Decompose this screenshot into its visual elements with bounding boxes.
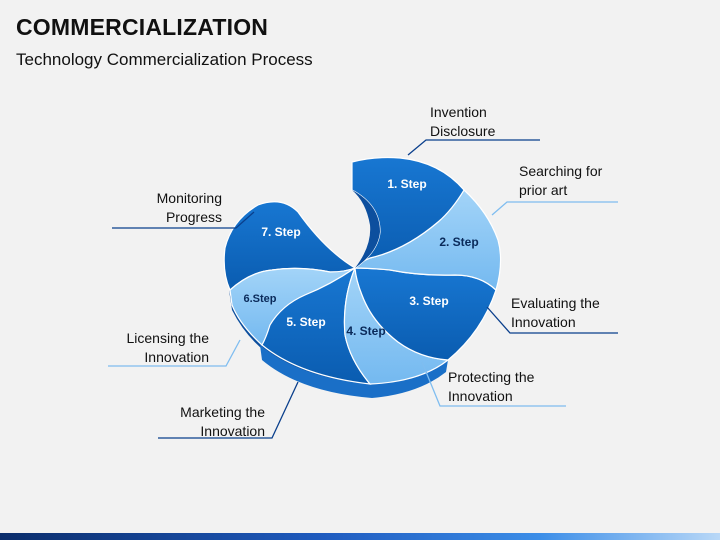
callout-line-step-4 [421, 361, 566, 407]
callout-step-6: Licensing the Innovation [126, 329, 209, 367]
callout-step-6-line-1: Licensing the [126, 330, 209, 346]
step-1-notch-face [352, 162, 380, 268]
step-4-label: 4. Step [346, 324, 385, 338]
callout-step-4-line-2: Innovation [448, 388, 513, 404]
callout-step-7-line-1: Monitoring [156, 190, 222, 206]
step-2-label: 2. Step [439, 235, 478, 249]
callout-step-4-line-1: Protecting the [448, 369, 535, 385]
step-3-label: 3. Step [409, 294, 448, 308]
callout-step-2-line-1: Searching for [519, 163, 603, 179]
callout-step-5-line-1: Marketing the [180, 404, 265, 420]
spiral-side-wall-front [260, 345, 448, 398]
callout-step-1: Invention Disclosure [430, 103, 495, 141]
callout-line-step-7 [112, 211, 255, 229]
callout-step-1-line-2: Disclosure [430, 123, 496, 139]
bottom-accent-bar [0, 533, 720, 540]
callout-line-step-3 [486, 306, 618, 334]
step-1-label: 1. Step [387, 177, 426, 191]
callout-step-1-line-1: Invention [430, 104, 487, 120]
page-subtitle: Technology Commercialization Process [16, 50, 313, 69]
page-title: COMMERCIALIZATION [16, 14, 269, 40]
callout-step-3: Evaluating the Innovation [511, 294, 600, 332]
callout-step-5: Marketing the Innovation [180, 403, 265, 441]
callout-step-2-line-2: prior art [519, 182, 568, 198]
callout-line-step-5 [158, 381, 299, 439]
callout-line-step-1 [407, 139, 540, 156]
step-7-label: 7. Step [261, 225, 300, 239]
callout-step-7-line-2: Progress [165, 209, 222, 225]
callout-step-3-line-2: Innovation [511, 314, 576, 330]
callout-line-step-6 [108, 339, 241, 367]
callout-step-4: Protecting the Innovation [448, 368, 534, 406]
callout-step-5-line-2: Innovation [200, 423, 265, 439]
callout-step-2: Searching for prior art [519, 162, 602, 200]
callout-step-7: Monitoring Progress [157, 189, 222, 227]
step-6-label: 6.Step [243, 293, 276, 305]
step-5-label: 5. Step [286, 315, 325, 329]
callout-step-6-line-2: Innovation [144, 349, 209, 365]
callout-line-step-2 [491, 201, 618, 216]
callout-step-3-line-1: Evaluating the [511, 295, 600, 311]
